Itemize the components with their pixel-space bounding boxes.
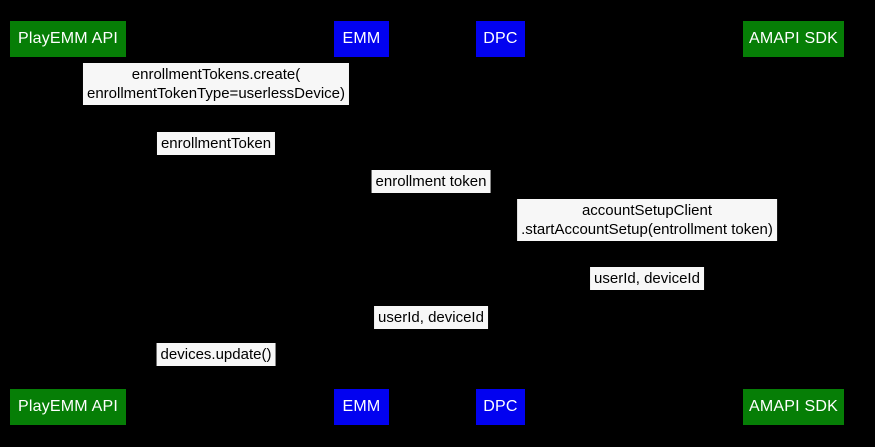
message-userid-deviceid-emm: userId, deviceId [374, 306, 488, 329]
message-line: enrollmentTokens.create( [131, 66, 301, 83]
message-devices-update: devices.update() [156, 343, 276, 366]
message-line: .startAccountSetup(entrollment token) [521, 221, 773, 238]
message-enrollment-token-return: enrollmentToken [156, 132, 276, 155]
message-start-account-setup: accountSetupClient .startAccountSetup(en… [517, 199, 777, 241]
actor-dpc-bottom: DPC [476, 389, 525, 425]
message-enrollment-tokens-create: enrollmentTokens.create( enrollmentToken… [82, 63, 350, 105]
actor-playemm-api-top: PlayEMM API [10, 21, 126, 57]
message-userid-deviceid-sdk: userId, deviceId [590, 267, 704, 290]
actor-playemm-api-bottom: PlayEMM API [10, 389, 126, 425]
actor-amapi-sdk-top: AMAPI SDK [743, 21, 844, 57]
message-line: enrollmentTokenType=userlessDevice) [86, 85, 346, 102]
actor-emm-top: EMM [334, 21, 389, 57]
message-line: accountSetupClient [581, 202, 713, 219]
message-line: devices.update() [160, 346, 272, 363]
message-line: enrollmentToken [160, 135, 272, 152]
message-line: userId, deviceId [378, 309, 484, 326]
actor-emm-bottom: EMM [334, 389, 389, 425]
message-line: enrollment token [375, 173, 487, 190]
message-enrollment-token: enrollment token [371, 170, 491, 193]
actor-dpc-top: DPC [476, 21, 525, 57]
actor-amapi-sdk-bottom: AMAPI SDK [743, 389, 844, 425]
message-line: userId, deviceId [594, 270, 700, 287]
